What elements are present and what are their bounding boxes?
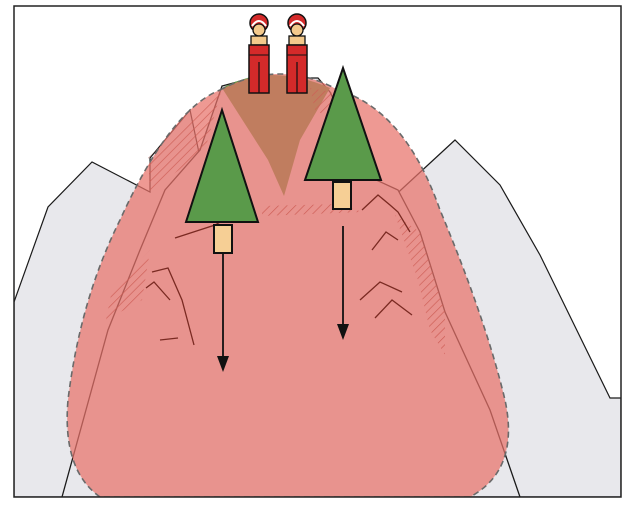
- person-icon: [248, 13, 270, 94]
- down-arrow-icon: [337, 226, 349, 340]
- fir-tree-icon: [303, 64, 383, 210]
- down-arrow-icon: [217, 254, 229, 372]
- frame-border: [13, 5, 622, 498]
- fir-tree-icon: [184, 106, 260, 254]
- person-icon: [286, 13, 308, 94]
- tree-right-foliage: [303, 64, 383, 181]
- tree-left-trunk: [213, 224, 233, 254]
- tree-right-trunk: [332, 181, 352, 210]
- hazard-zone: [66, 73, 510, 497]
- tree-left-foliage: [184, 106, 260, 223]
- rock-lines: [145, 194, 413, 346]
